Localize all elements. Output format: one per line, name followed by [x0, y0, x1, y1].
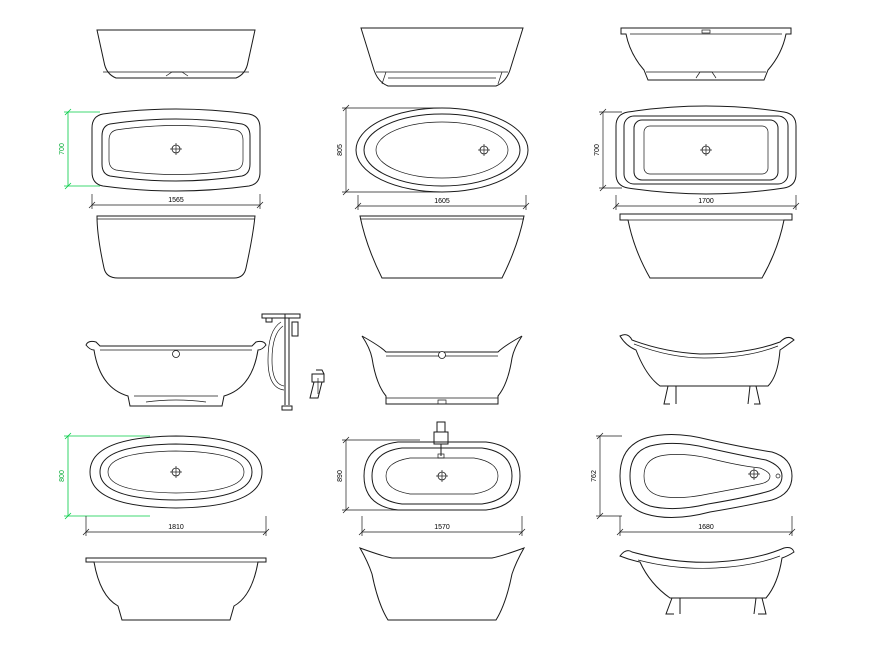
tub-3-width-dimension: 700: [594, 108, 622, 192]
tub-2-length-label: 1605: [434, 198, 450, 205]
tub-4-front-elevation: [85, 340, 267, 407]
tub-6-front-elevation: [619, 334, 795, 405]
tub-1-side-elevation: [96, 215, 256, 279]
drain-icon: [436, 470, 448, 482]
tub-6: 762 1680: [591, 334, 796, 615]
tub-1: 700 1565: [59, 29, 264, 279]
tub-3-side-elevation: [619, 213, 793, 279]
tub-6-side-elevation: [619, 547, 795, 615]
tub-1-width-dimension: 700: [59, 108, 100, 190]
tub-5-length-dimension: 1570: [358, 516, 526, 536]
drain-icon: [748, 468, 760, 480]
tub-2-front-elevation: [360, 27, 524, 87]
tub-2-side-elevation: [359, 215, 525, 279]
tub-6-length-dimension: 1680: [616, 516, 796, 536]
tub-4-plan-view: [89, 435, 263, 509]
tub-4-side-elevation: [85, 557, 267, 621]
tub-5: 890 1570: [337, 335, 526, 621]
tub-2-width-dimension: 805: [337, 104, 440, 196]
tub-5-width-dimension: 890: [337, 436, 420, 514]
tub-2-plan-view: [355, 107, 529, 193]
tub-3-length-label: 1700: [698, 198, 714, 205]
tub-2-length-dimension: 1605: [354, 195, 530, 210]
tub-3-length-dimension: 1700: [612, 195, 800, 210]
tub-4: 800 1810: [59, 313, 325, 621]
handshower-icon: [309, 369, 325, 399]
tub-5-width-label: 890: [337, 470, 344, 482]
claw-foot-icon: [665, 597, 767, 615]
drain-icon: [170, 466, 182, 478]
tub-1-width-label: 700: [59, 143, 66, 155]
tub-3-plan-view: [615, 105, 797, 195]
tub-4-length-dimension: 1810: [82, 516, 270, 536]
tub-5-side-elevation: [358, 547, 526, 621]
tub-1-length-dimension: 1565: [88, 194, 264, 209]
drain-icon: [700, 144, 712, 156]
tub-4-length-label: 1810: [168, 524, 184, 531]
tub-5-front-elevation: [361, 335, 523, 405]
tub-1-plan-view: [91, 108, 261, 192]
tub-2-width-label: 805: [337, 144, 344, 156]
tub-6-plan-view: [619, 433, 793, 519]
tub-3-width-label: 700: [594, 144, 601, 156]
tub-6-width-label: 762: [591, 470, 598, 482]
tub-4-width-label: 800: [59, 470, 66, 482]
tub-3-front-elevation: [620, 27, 792, 81]
tub-1-length-label: 1565: [168, 197, 184, 204]
faucet-icon: [433, 421, 449, 459]
tub-2: 805 1605: [337, 27, 530, 279]
tub-3: 700 1700: [594, 27, 800, 279]
tub-4-width-dimension: 800: [59, 432, 150, 520]
drain-icon: [478, 144, 490, 156]
claw-foot-icon: [663, 385, 761, 405]
drain-icon: [170, 143, 182, 155]
tub-6-width-dimension: 762: [591, 432, 622, 520]
tub-5-plan-view: [363, 421, 521, 511]
tub-6-length-label: 1680: [698, 524, 714, 531]
tub-1-front-elevation: [96, 29, 256, 79]
tub-5-length-label: 1570: [434, 524, 450, 531]
tub-4-faucet: [261, 313, 325, 411]
